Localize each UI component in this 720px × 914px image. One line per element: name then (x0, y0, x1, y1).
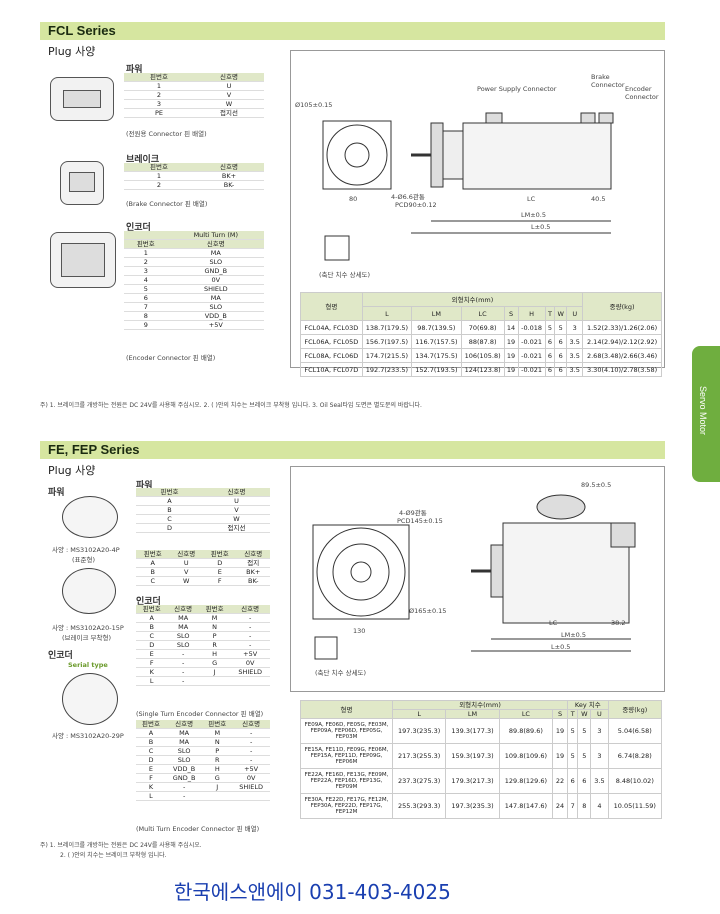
power-connector-image (50, 77, 114, 121)
fe-encoder-label: 인코더 (136, 597, 161, 607)
fe-dim-holes: 4-Ø9관통 (399, 509, 427, 517)
fe-encoder-side-label: 인코더 (48, 651, 73, 661)
fcl-enc-conn-label: Encoder Connector (625, 85, 659, 101)
fe-drawing-box: 4-Ø9관통 PCD145±0.15 Ø165±0.15 130 LM±0.5 … (290, 466, 665, 692)
fcl-dim-l: L±0.5 (531, 223, 551, 231)
fcl-power-label: 파워 (126, 65, 143, 75)
table-row: FE30A, FE22D, FE17G, FE12M, FEP30A, FEP2… (300, 793, 663, 819)
fe-cap3: 사양 : MS3102A20-29P (52, 732, 124, 740)
fe-encoder-multi-note: (Multi Turn Encoder Connector 핀 배열) (136, 825, 260, 833)
encoder-plug-circle (62, 673, 118, 725)
power-plug-circle (62, 496, 118, 538)
fcl-section-label: (축단 치수 상세도) (319, 271, 371, 279)
brake-plug-circle (62, 568, 116, 614)
fcl-dim-holes: 4-Ø6.6관통 (391, 193, 425, 201)
fe-power-label: 파워 (136, 481, 153, 491)
servo-motor-side-tab[interactable]: Servo Motor (692, 346, 720, 482)
fe-serial-type: Serial type (68, 661, 108, 669)
fe-plug-label: Plug 사양 (48, 464, 96, 477)
fcl-dim-pcd: PCD90±0.12 (395, 201, 437, 209)
fcl-encoder-label: 인코더 (126, 223, 151, 233)
fe-title: FE, FEP Series (48, 442, 140, 457)
table-row: FE22A, FE16D, FE13G, FE09M, FEP22A, FEP1… (300, 768, 663, 794)
fe-dim-l: L±0.5 (551, 643, 571, 651)
fe-notes-1: 주) 1. 브레이크를 개방하는 전원은 DC 24V를 사용해 주십시오. (40, 842, 202, 849)
fcl-brake-conn-label: Brake Connector (591, 73, 625, 89)
fe-notes-2: 2. ( )안의 치수는 브레이크 부착형 입니다. (60, 852, 167, 859)
fe-dim-382: 38.2 (611, 619, 626, 627)
fcl-notes: 주) 1. 브레이크를 개방하는 전원은 DC 24V를 사용해 주십시오. 2… (40, 402, 422, 409)
fcl-brake-note: (Brake Connector 핀 배열) (126, 200, 208, 208)
fe-dim-dia: Ø165±0.15 (409, 607, 447, 615)
fe-motor-drawing (312, 494, 636, 660)
fe-cap2: 사양 : MS3102A20-15P (52, 624, 124, 632)
fcl-power-note: (전원용 Connector 핀 배열) (126, 130, 207, 138)
footer-phone[interactable]: 한국에스앤에이 031-403-4025 (174, 880, 451, 904)
fcl-dim-lm: LM±0.5 (521, 211, 547, 219)
fe-section-header: FE, FEP Series (40, 441, 665, 459)
fcl-encoder-note: (Encoder Connector 핀 배열) (126, 354, 216, 362)
fcl-motor-drawing (322, 112, 614, 261)
table-row: FE15A, FE11D, FE09G, FE06M, FEP15A, FEP1… (300, 743, 663, 769)
fe-dim-895: 89.5±0.5 (581, 481, 612, 489)
fe-cap1: 사양 : MS3102A20-4P (52, 546, 120, 554)
fe-encoder-single-note: (Single Turn Encoder Connector 핀 배열) (136, 710, 264, 718)
fe-dim-130: 130 (353, 627, 366, 635)
brake-connector-image (60, 161, 104, 205)
fcl-section-header: FCL Series (40, 22, 665, 40)
fe-dim-lm: LM±0.5 (561, 631, 587, 639)
fe-cap1b: (표준형) (72, 556, 96, 564)
table-row: FE09A, FE06D, FE05G, FE03M, FEP09A, FEP0… (300, 718, 663, 744)
fcl-title: FCL Series (48, 23, 116, 38)
fcl-dim-80: 80 (349, 195, 358, 203)
fcl-dim-dia: Ø105±0.15 (295, 101, 333, 109)
fcl-plug-label: Plug 사양 (48, 45, 96, 58)
fe-power-side-label: 파워 (48, 488, 65, 498)
fe-cap2b: (브레이크 부착형) (62, 634, 111, 642)
encoder-connector-image (50, 232, 116, 288)
fcl-brake-label: 브레이크 (126, 155, 160, 165)
fcl-dim-405: 40.5 (591, 195, 606, 203)
fe-section-label: (축단 치수 상세도) (315, 669, 367, 677)
fcl-psc-label: Power Supply Connector (477, 85, 557, 93)
fcl-dim-lc: LC (527, 195, 536, 203)
fe-dim-pcd: PCD145±0.15 (397, 517, 443, 525)
fe-dim-lc: LC (549, 619, 558, 627)
